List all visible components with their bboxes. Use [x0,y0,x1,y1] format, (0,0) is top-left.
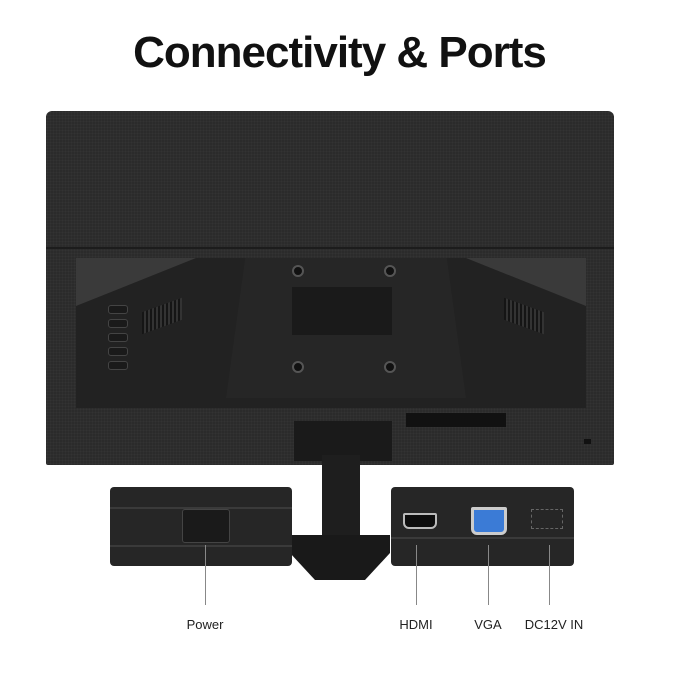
monitor-button[interactable] [108,361,128,370]
hdmi-port-icon [403,513,437,529]
label-vga: VGA [474,617,502,632]
screw-icon [384,265,396,277]
vesa-mount [292,287,392,335]
screw-icon [292,361,304,373]
leader-line [205,545,206,605]
stand-neck [294,421,392,461]
panel-seam [46,247,614,249]
leader-line [416,545,417,605]
page-title: Connectivity & Ports [133,28,547,77]
kensington-lock-icon [584,439,591,444]
io-inset [391,487,574,566]
monitor-button[interactable] [108,347,128,356]
power-inset [110,487,292,566]
label-dc12v: DC12V IN [524,617,584,632]
screw-icon [384,361,396,373]
dc-in-icon [531,509,563,529]
stand-base [290,535,390,580]
leader-line [488,545,489,605]
power-socket-icon [182,509,230,543]
right-accent-panel [466,258,586,306]
control-buttons [108,305,128,375]
label-power: Power [186,617,224,632]
port-strip [406,413,506,427]
monitor-button[interactable] [108,319,128,328]
monitor-button[interactable] [108,305,128,314]
screw-icon [292,265,304,277]
monitor-button[interactable] [108,333,128,342]
vga-port-icon [471,507,507,535]
monitor-back [46,111,614,465]
label-hdmi: HDMI [399,617,433,632]
leader-line [549,545,550,605]
left-accent-panel [76,258,196,306]
